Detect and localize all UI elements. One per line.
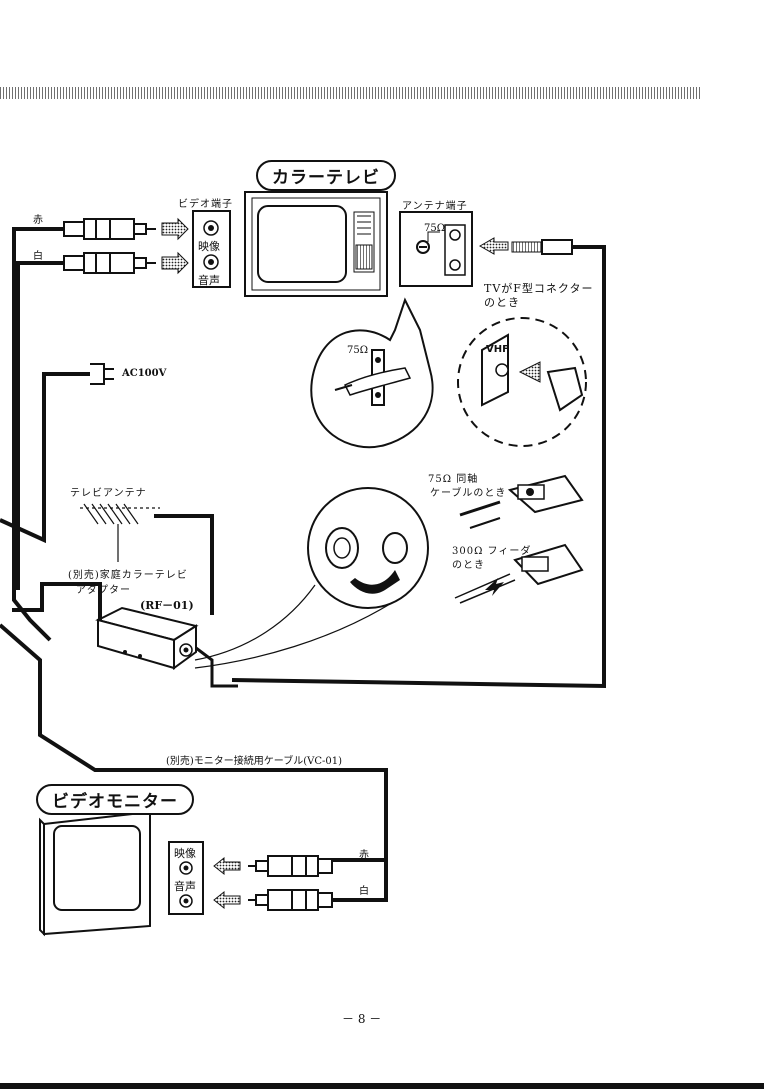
- feeder-adapter-300ohm: [454, 543, 584, 604]
- adapter-label-line2: アダプター: [76, 585, 131, 596]
- color-tv-illustration: [244, 191, 388, 297]
- monitor-rca-red-plug: [213, 855, 333, 877]
- tv-rca-white-plug: [63, 251, 189, 275]
- adapter-model-label: (RF－01): [140, 599, 194, 612]
- tv-video-jacks: [192, 210, 231, 288]
- rf-adapter-box: [12, 582, 238, 688]
- vhf-connector-zoom: [457, 317, 587, 447]
- coax-adapter-75ohm: [459, 474, 584, 529]
- tv-audio-label: 音声: [198, 274, 220, 287]
- tv-av-cable: [12, 227, 64, 642]
- video-terminal-label: ビデオ端子: [178, 199, 233, 210]
- tv-antenna-illustration: [80, 503, 214, 615]
- monitor-title-badge: ビデオモニター: [36, 784, 194, 815]
- monitor-audio-label: 音声: [174, 880, 196, 893]
- tv-red-cable-label: 赤: [33, 215, 44, 226]
- monitor-video-label: 映像: [174, 847, 196, 860]
- adapter-connector-zoom: [194, 487, 429, 669]
- f-connector-cable: [231, 237, 606, 689]
- coax-label-line1: 75Ω 同軸: [428, 474, 479, 485]
- monitor-cable: [0, 623, 388, 902]
- ac-power-label: AC100V: [122, 368, 167, 379]
- coax-label-line2: ケーブルのとき: [430, 488, 507, 499]
- header-band: [0, 87, 700, 99]
- tv-white-cable-label: 白: [33, 251, 44, 262]
- ac-plug: [0, 363, 114, 544]
- monitor-title: ビデオモニター: [52, 792, 178, 812]
- adapter-label-line1: (別売)家庭カラーテレビ: [68, 570, 188, 581]
- tv-ohm-label: 75Ω: [424, 223, 446, 234]
- video-monitor-illustration: [39, 810, 151, 937]
- tv-video-label: 映像: [198, 240, 220, 253]
- tv-antenna-label: テレビアンテナ: [70, 488, 147, 499]
- monitor-cable-label: (別売)モニター接続用ケーブル(VC-01): [166, 756, 342, 767]
- tv-title-badge: カラーテレビ: [256, 160, 396, 191]
- tv-title: カラーテレビ: [272, 168, 380, 188]
- footer-band: [0, 1083, 764, 1089]
- f-connector-note-line2: のとき: [484, 296, 520, 309]
- vhf-label: VHF: [486, 344, 509, 355]
- monitor-red-cable-label: 赤: [359, 850, 370, 861]
- monitor-rca-white-plug: [213, 889, 333, 911]
- f-connector-note-line1: TVがF型コネクター: [484, 282, 594, 295]
- zoom-ohm-label: 75Ω: [347, 345, 369, 356]
- tv-antenna-terminal: [399, 211, 473, 287]
- monitor-white-cable-label: 白: [359, 886, 370, 897]
- tv-rca-red-plug: [63, 217, 189, 241]
- page-number: － 8 －: [342, 1012, 382, 1026]
- monitor-video-jacks: [168, 841, 204, 915]
- feeder-label-line2: のとき: [452, 560, 485, 571]
- antenna-screw-zoom: [310, 297, 434, 449]
- antenna-terminal-label: アンテナ端子: [402, 201, 468, 212]
- feeder-label-line1: 300Ω フィーダ: [452, 546, 532, 557]
